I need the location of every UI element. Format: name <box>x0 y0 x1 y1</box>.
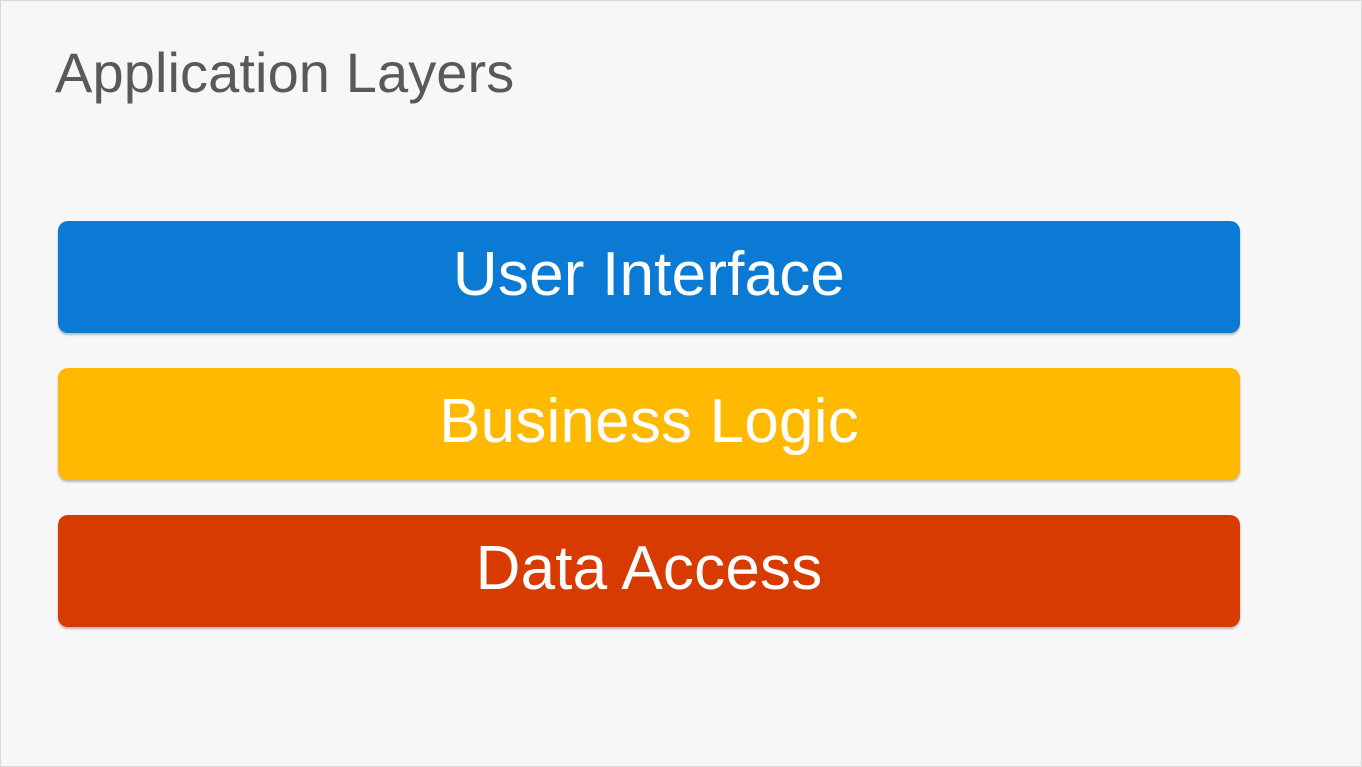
layer-label: Data Access <box>475 534 823 603</box>
layer-label: User Interface <box>452 240 846 309</box>
layer-bar-business-logic[interactable]: Business Logic <box>58 368 1240 480</box>
layer-stack: User Interface Business Logic Data Acces… <box>58 221 1240 627</box>
layer-label: Business Logic <box>439 387 859 456</box>
layer-bar-user-interface[interactable]: User Interface <box>58 221 1240 333</box>
page-title: Application Layers <box>55 41 515 104</box>
layer-bar-data-access[interactable]: Data Access <box>58 515 1240 627</box>
